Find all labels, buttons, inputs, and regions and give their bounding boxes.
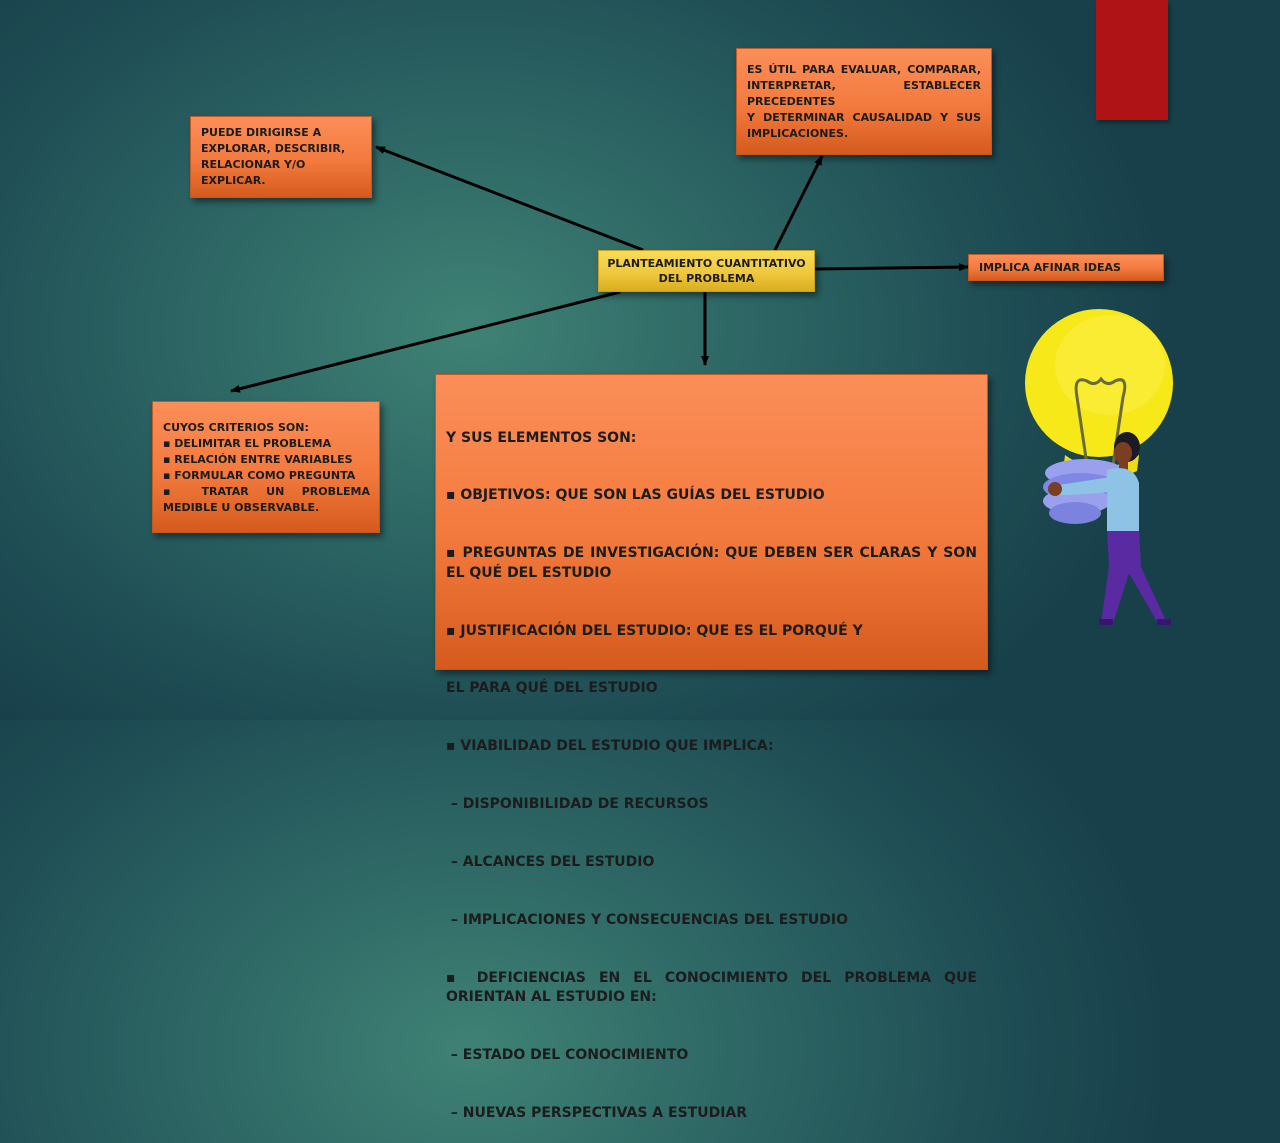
node-explore-line: PUEDE DIRIGIRSE A xyxy=(201,126,322,139)
node-explore-line: EXPLORAR, DESCRIBIR, xyxy=(201,142,346,155)
elements-line: – ESTADO DEL CONOCIMIENTO xyxy=(446,1047,689,1064)
node-explore: PUEDE DIRIGIRSE A EXPLORAR, DESCRIBIR, R… xyxy=(190,116,372,198)
central-node: PLANTEAMIENTO CUANTITATIVO DEL PROBLEMA xyxy=(598,250,815,292)
elements-line: – IMPLICACIONES Y CONSECUENCIAS DEL ESTU… xyxy=(446,912,849,929)
node-criteria-line: ▪ RELACIÓN ENTRE VARIABLES xyxy=(163,453,353,466)
person-figure-icon xyxy=(1048,432,1171,625)
elements-line: ▪ DEFICIENCIAS EN EL CONOCIMIENTO DEL PR… xyxy=(446,969,982,1006)
node-criteria: CUYOS CRITERIOS SON: ▪ DELIMITAR EL PROB… xyxy=(152,401,380,533)
elements-line: – ALCANCES DEL ESTUDIO xyxy=(446,854,655,871)
arrow-to-useful xyxy=(773,155,824,251)
elements-line: EL PARA QUÉ DEL ESTUDIO xyxy=(446,680,658,697)
elements-line: Y SUS ELEMENTOS SON: xyxy=(446,429,637,446)
node-useful: ES ÚTIL PARA EVALUAR, COMPARAR, INTERPRE… xyxy=(736,48,992,155)
node-ideas-text: IMPLICA AFINAR IDEAS xyxy=(979,261,1121,274)
elements-line: ▪ JUSTIFICACIÓN DEL ESTUDIO: QUE ES EL P… xyxy=(446,622,863,639)
arrow-to-explore xyxy=(375,145,644,252)
node-useful-line: Y DETERMINAR CAUSALIDAD Y SUS IMPLICACIO… xyxy=(747,111,981,140)
elements-line: ▪ PREGUNTAS DE INVESTIGACIÓN: QUE DEBEN … xyxy=(446,545,982,581)
connector-arrows xyxy=(230,145,969,393)
elements-line: ▪ VIABILIDAD DEL ESTUDIO QUE IMPLICA: xyxy=(446,738,774,755)
node-criteria-line: ▪ DELIMITAR EL PROBLEMA xyxy=(163,437,332,450)
elements-line: – NUEVAS PERSPECTIVAS A ESTUDIAR xyxy=(446,1104,748,1121)
node-criteria-line: CUYOS CRITERIOS SON: xyxy=(163,421,309,434)
node-ideas: IMPLICA AFINAR IDEAS xyxy=(968,254,1164,281)
elements-line: – DISPONIBILIDAD DE RECURSOS xyxy=(446,796,709,813)
arrow-to-criteria xyxy=(230,290,621,393)
node-explore-line: RELACIONAR Y/O xyxy=(201,158,306,171)
central-node-line-1: PLANTEAMIENTO CUANTITATIVO xyxy=(607,257,806,270)
lightbulb-person-illustration xyxy=(1025,309,1173,625)
node-criteria-line: ▪ FORMULAR COMO PREGUNTA xyxy=(163,469,356,482)
red-accent-rectangle xyxy=(1096,0,1168,120)
node-criteria-line: ▪ TRATAR UN PROBLEMA MEDIBLE U OBSERVABL… xyxy=(163,485,370,514)
elements-line: ▪ OBJETIVOS: QUE SON LAS GUÍAS DEL ESTUD… xyxy=(446,487,825,504)
node-elements: Y SUS ELEMENTOS SON: ▪ OBJETIVOS: QUE SO… xyxy=(435,374,988,1121)
arrow-to-ideas xyxy=(814,263,969,272)
bulb-filament-icon xyxy=(1074,376,1127,466)
central-node-line-2: DEL PROBLEMA xyxy=(658,272,755,285)
node-useful-line: ES ÚTIL PARA EVALUAR, COMPARAR, INTERPRE… xyxy=(747,63,981,108)
node-explore-line: EXPLICAR. xyxy=(201,174,266,187)
